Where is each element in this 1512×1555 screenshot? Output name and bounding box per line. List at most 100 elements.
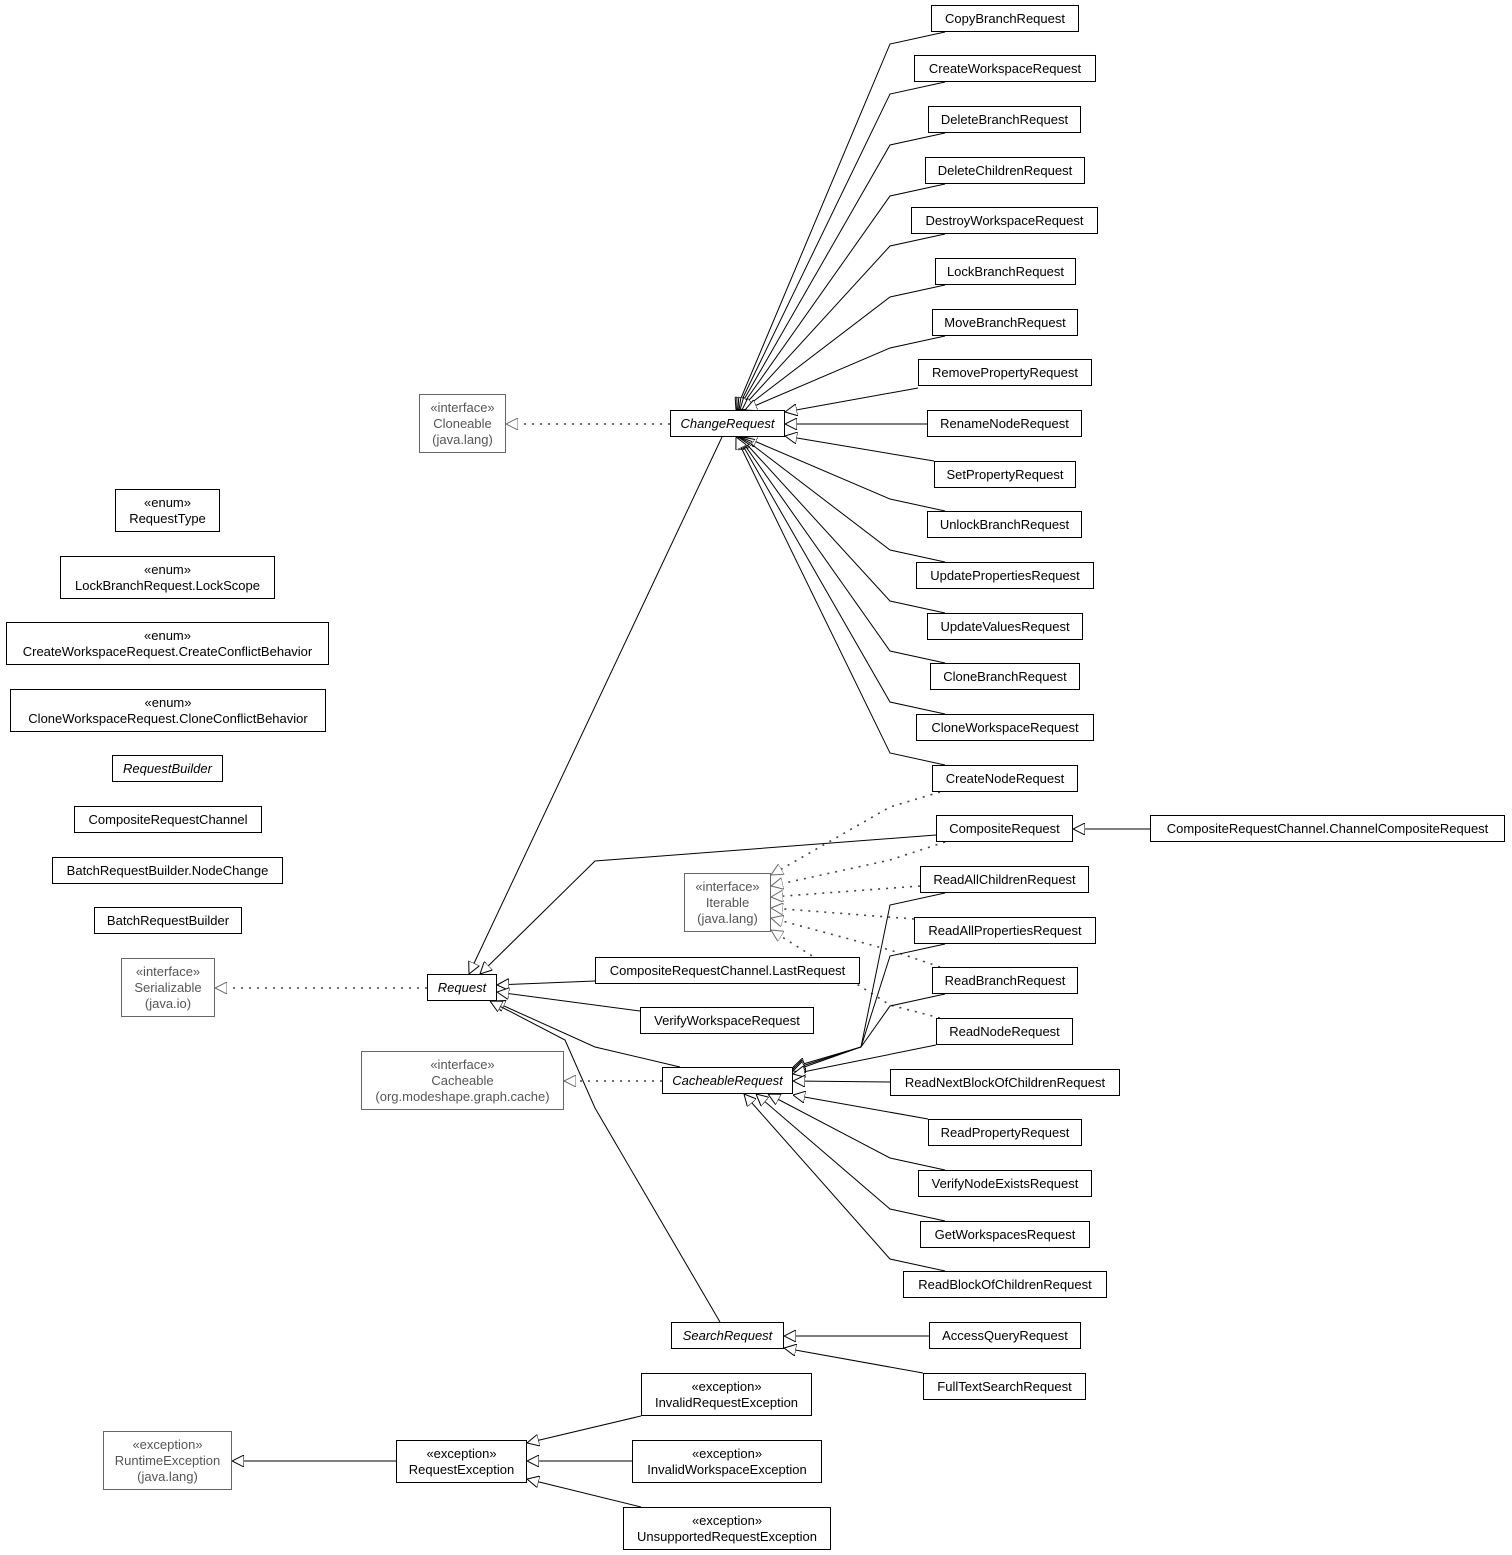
- class-box-verify-workspace-request: VerifyWorkspaceRequest: [640, 1007, 814, 1034]
- class-box-copy-branch-request: CopyBranchRequest: [931, 5, 1079, 32]
- class-box-destroy-workspace-request: DestroyWorkspaceRequest: [911, 207, 1098, 234]
- class-name: DeleteBranchRequest: [940, 111, 1069, 127]
- class-box-verify-node-exists-request: VerifyNodeExistsRequest: [918, 1170, 1092, 1197]
- generalization-edge-search-request-to-request: [490, 1001, 721, 1323]
- class-name: DestroyWorkspaceRequest: [925, 212, 1084, 228]
- generalization-edge-move-branch-request-to-change-request: [745, 335, 946, 410]
- class-box-change-request: ChangeRequest: [670, 410, 785, 437]
- class-box-create-conflict-behavior: «enum»CreateWorkspaceRequest.CreateConfl…: [6, 622, 329, 665]
- class-name: CreateWorkspaceRequest: [928, 60, 1082, 76]
- class-name: ReadAllPropertiesRequest: [928, 922, 1082, 938]
- class-name: ReadAllChildrenRequest: [933, 871, 1076, 887]
- class-name: SearchRequest: [682, 1327, 773, 1343]
- class-box-update-values-request: UpdateValuesRequest: [927, 613, 1083, 640]
- class-name: Serializable: [134, 979, 202, 995]
- class-name: CompositeRequestChannel: [88, 811, 248, 827]
- class-name: VerifyNodeExistsRequest: [931, 1175, 1079, 1191]
- class-box-iterable: «interface»Iterable(java.lang): [684, 873, 771, 932]
- class-name: ReadBranchRequest: [944, 972, 1066, 988]
- class-box-last-request: CompositeRequestChannel.LastRequest: [595, 957, 860, 984]
- generalization-edge-verify-workspace-request-to-request: [497, 992, 641, 1012]
- generalization-edge-composite-request-to-request: [480, 834, 937, 974]
- stereotype-label: «exception»: [691, 1445, 763, 1461]
- package-label: (java.lang): [432, 431, 493, 447]
- class-name: InvalidWorkspaceException: [647, 1461, 807, 1477]
- stereotype-label: «exception»: [132, 1436, 203, 1452]
- package-label: (java.lang): [137, 1468, 198, 1484]
- class-name: GetWorkspacesRequest: [934, 1226, 1076, 1242]
- stereotype-label: «enum»: [144, 494, 191, 510]
- generalization-edge-read-branch-request-to-cacheable-request: [793, 993, 946, 1071]
- class-box-read-branch-request: ReadBranchRequest: [932, 967, 1078, 994]
- class-box-request-builder: RequestBuilder: [112, 755, 223, 782]
- class-box-unsupported-request-exception: «exception»UnsupportedRequestException: [623, 1507, 831, 1550]
- class-box-serializable: «interface»Serializable(java.io): [121, 958, 215, 1017]
- class-name: RuntimeException: [114, 1452, 221, 1468]
- class-box-clone-branch-request: CloneBranchRequest: [930, 663, 1080, 690]
- generalization-edge-read-block-of-children-request-to-cacheable-request: [744, 1094, 946, 1272]
- class-name: CloneWorkspaceRequest.CloneConflictBehav…: [28, 710, 308, 726]
- class-name: BatchRequestBuilder: [106, 912, 230, 928]
- class-name: Iterable: [705, 894, 750, 910]
- class-name: InvalidRequestException: [654, 1394, 799, 1410]
- class-name: Request: [437, 979, 487, 995]
- class-box-clone-conflict-behavior: «enum»CloneWorkspaceRequest.CloneConflic…: [10, 689, 326, 732]
- class-box-update-properties-request: UpdatePropertiesRequest: [916, 562, 1094, 589]
- class-name: UnlockBranchRequest: [939, 516, 1070, 532]
- generalization-edge-full-text-search-request-to-search-request: [784, 1348, 924, 1374]
- class-name: RemovePropertyRequest: [932, 364, 1078, 380]
- class-name: UnsupportedRequestException: [637, 1528, 817, 1544]
- class-name: CacheableRequest: [672, 1072, 783, 1088]
- generalization-edge-invalid-request-exception-to-request-exception: [527, 1415, 642, 1443]
- class-box-read-node-request: ReadNodeRequest: [936, 1018, 1073, 1045]
- class-name: AccessQueryRequest: [942, 1327, 1068, 1343]
- class-name: ReadPropertyRequest: [940, 1124, 1070, 1140]
- class-name: LockBranchRequest.LockScope: [74, 577, 260, 593]
- stereotype-label: «exception»: [426, 1445, 497, 1461]
- class-box-read-next-block-of-children-request: ReadNextBlockOfChildrenRequest: [890, 1069, 1120, 1096]
- class-box-read-property-request: ReadPropertyRequest: [928, 1119, 1082, 1146]
- class-name: RequestBuilder: [123, 760, 212, 776]
- generalization-edge-clone-workspace-request-to-change-request: [738, 437, 946, 715]
- stereotype-label: «interface»: [430, 399, 495, 415]
- class-box-rename-node-request: RenameNodeRequest: [927, 410, 1082, 437]
- class-box-request: Request: [427, 974, 497, 1001]
- class-box-move-branch-request: MoveBranchRequest: [932, 309, 1078, 336]
- class-box-unlock-branch-request: UnlockBranchRequest: [927, 511, 1082, 538]
- realization-edge-composite-request-to-iterable: [771, 841, 946, 886]
- class-name: Cloneable: [433, 415, 492, 431]
- class-box-cacheable: «interface»Cacheable(org.modeshape.graph…: [361, 1051, 564, 1110]
- class-name: CreateNodeRequest: [945, 770, 1065, 786]
- class-box-composite-request: CompositeRequest: [936, 815, 1073, 842]
- generalization-edge-change-request-to-request: [469, 436, 723, 974]
- class-name: RenameNodeRequest: [940, 415, 1069, 431]
- package-label: (org.modeshape.graph.cache): [375, 1088, 550, 1104]
- package-label: (java.io): [144, 995, 192, 1011]
- class-name: UpdateValuesRequest: [940, 618, 1070, 634]
- stereotype-label: «exception»: [691, 1378, 762, 1394]
- class-box-read-all-properties-request: ReadAllPropertiesRequest: [914, 917, 1096, 944]
- class-box-remove-property-request: RemovePropertyRequest: [918, 359, 1092, 386]
- class-box-set-property-request: SetPropertyRequest: [934, 461, 1076, 488]
- class-box-batch-request-builder: BatchRequestBuilder: [94, 907, 242, 934]
- generalization-edge-create-workspace-request-to-change-request: [737, 81, 946, 410]
- stereotype-label: «interface»: [695, 878, 760, 894]
- generalization-edge-remove-property-request-to-change-request: [785, 387, 919, 412]
- class-name: CompositeRequestChannel.ChannelComposite…: [1166, 820, 1489, 836]
- class-name: Cacheable: [431, 1072, 494, 1088]
- class-box-invalid-request-exception: «exception»InvalidRequestException: [641, 1373, 812, 1416]
- generalization-edge-read-all-children-request-to-cacheable-request: [793, 892, 946, 1067]
- generalization-edge-clone-branch-request-to-change-request: [739, 437, 946, 664]
- realization-edge-read-node-request-to-iterable: [771, 929, 941, 1019]
- class-box-node-change: BatchRequestBuilder.NodeChange: [52, 857, 283, 884]
- realization-edge-read-all-properties-request-to-iterable: [771, 908, 915, 920]
- class-box-get-workspaces-request: GetWorkspacesRequest: [920, 1221, 1090, 1248]
- class-box-read-block-of-children-request: ReadBlockOfChildrenRequest: [903, 1271, 1107, 1298]
- generalization-edge-read-node-request-to-cacheable-request: [793, 1044, 937, 1074]
- realization-edge-create-node-request-to-iterable: [771, 791, 941, 876]
- class-box-create-workspace-request: CreateWorkspaceRequest: [914, 55, 1096, 82]
- class-name: UpdatePropertiesRequest: [930, 567, 1080, 583]
- class-box-lock-branch-request: LockBranchRequest: [935, 258, 1076, 285]
- stereotype-label: «enum»: [144, 561, 191, 577]
